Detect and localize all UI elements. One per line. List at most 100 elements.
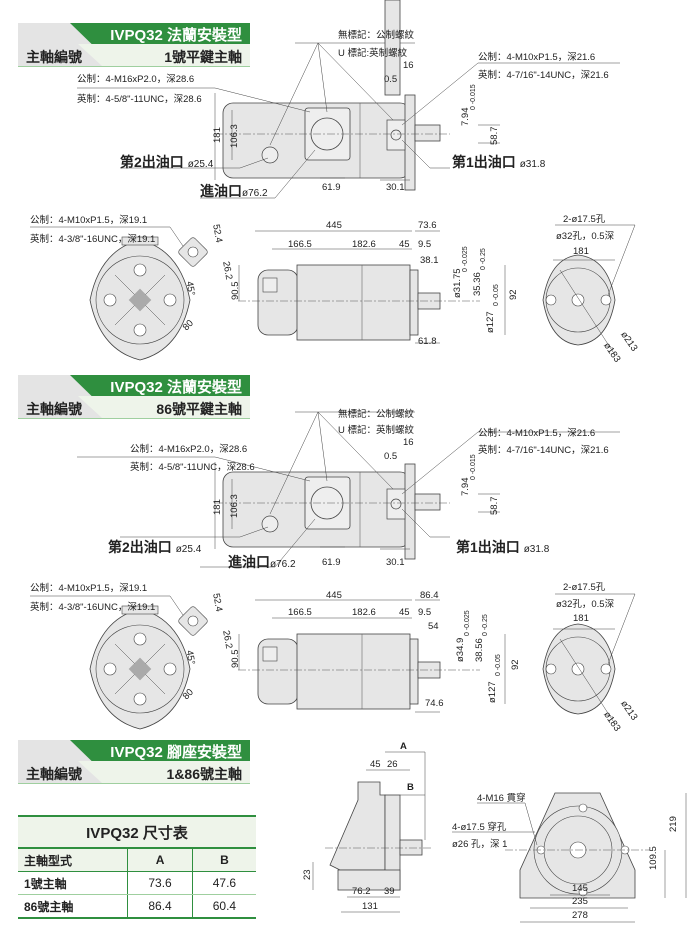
col-header-b: B bbox=[191, 848, 256, 872]
inlet-label: 進油口ø76.2 bbox=[200, 181, 268, 201]
dim-145: 145 bbox=[572, 883, 588, 894]
dim-flange: 74.6 bbox=[425, 698, 444, 709]
inlet-thread-metric: 公制：4-M16xP2.0，深28.6 bbox=[77, 74, 195, 85]
angle-45: 45° bbox=[183, 280, 197, 297]
note-u-mark: U 標記:英制螺紋 bbox=[338, 48, 408, 59]
key-height-tol: 0 -0.25 bbox=[482, 614, 489, 636]
pilot-diameter: ø127 bbox=[485, 311, 496, 333]
dim-181: 181 bbox=[212, 127, 223, 143]
dim-58-7: 58.7 bbox=[489, 496, 500, 516]
shaft-diameter: ø34.9 bbox=[455, 637, 466, 662]
key-height: 38.56 bbox=[474, 638, 485, 662]
dim-58-7: 58.7 bbox=[489, 126, 500, 146]
dim-61-9: 61.9 bbox=[322, 557, 341, 568]
foot-mount-front-view bbox=[452, 792, 687, 923]
section-header-flange-86: IVPQ32 法蘭安裝型 主軸編號 86號平鍵主軸 bbox=[18, 375, 250, 419]
pilot-diameter-tol: 0 -0.05 bbox=[493, 284, 500, 306]
dim-106-3: 106.3 bbox=[229, 124, 240, 148]
shaft-diameter-tol: 0 -0.025 bbox=[462, 246, 469, 272]
dim-0-5: 0.5 bbox=[384, 451, 398, 462]
outlet1-label: 第1出油口 ø31.8 bbox=[452, 152, 545, 172]
flange-thread-metric: 公制：4-M10xP1.5，深19.1 bbox=[30, 215, 148, 226]
cell-shaft-type: 86號主軸 bbox=[18, 894, 128, 919]
dim-182-6: 182.6 bbox=[352, 607, 376, 618]
dim-45: 45 bbox=[399, 607, 410, 618]
counterbore: ø26 孔，深 1 bbox=[452, 839, 508, 850]
dim-30-1: 30.1 bbox=[386, 182, 405, 193]
inlet-size: ø76.2 bbox=[270, 559, 296, 570]
inlet-name: 進油口 bbox=[200, 183, 242, 199]
dim-0-5: 0.5 bbox=[384, 74, 398, 85]
shaft-diameter: ø31.75 bbox=[452, 268, 463, 298]
shaft-number-label: 主軸編號 bbox=[26, 766, 82, 782]
section-title: IVPQ32 法蘭安裝型 bbox=[110, 379, 242, 396]
key-width-tol: 0 -0.015 bbox=[470, 84, 477, 110]
dim-182-6: 182.6 bbox=[352, 239, 376, 250]
cell-a: 73.6 bbox=[127, 871, 193, 895]
angle-45: 45° bbox=[183, 649, 197, 666]
pump-end-views-86 bbox=[29, 593, 636, 730]
cell-shaft-type: 1號主軸 bbox=[18, 871, 128, 895]
inlet-name: 進油口 bbox=[228, 554, 270, 570]
outlet2-name: 第2出油口 bbox=[108, 539, 172, 555]
counterbore: ø32孔，0.5深 bbox=[556, 231, 615, 242]
outlet1-label: 第1出油口 ø31.8 bbox=[456, 537, 549, 557]
dim-181: 181 bbox=[212, 499, 223, 515]
shaft-number-value: 1號平鍵主軸 bbox=[164, 49, 242, 65]
dim-166-5: 166.5 bbox=[288, 607, 312, 618]
col-header-a: A bbox=[127, 848, 193, 872]
outlet1-name: 第1出油口 bbox=[452, 154, 516, 170]
outlet1-name: 第1出油口 bbox=[456, 539, 520, 555]
dim-39: 39 bbox=[384, 886, 395, 897]
inlet-thread-imperial: 英制：4-5/8"-11UNC，深28.6 bbox=[130, 462, 255, 473]
table-title: IVPQ32 尺寸表 bbox=[18, 815, 256, 849]
section-header-flange-1: IVPQ32 法蘭安裝型 主軸編號 1號平鍵主軸 bbox=[18, 23, 250, 67]
table-row: 1號主軸 73.6 47.6 bbox=[18, 871, 256, 895]
dim-181-end: 181 bbox=[573, 613, 589, 624]
dim-23: 23 bbox=[302, 869, 313, 880]
dim-90-5: 90.5 bbox=[230, 281, 241, 301]
shaft-number-value: 86號平鍵主軸 bbox=[156, 401, 242, 417]
dim-90-5: 90.5 bbox=[230, 649, 241, 669]
cell-a: 86.4 bbox=[127, 894, 193, 919]
dimension-table: IVPQ32 尺寸表 主軸型式 A B 1號主軸 73.6 47.6 86號主軸… bbox=[18, 815, 256, 919]
dim-45: 45 bbox=[370, 759, 381, 770]
dim-b: B bbox=[407, 782, 414, 793]
table-row: 86號主軸 86.4 60.4 bbox=[18, 894, 256, 919]
section-title: IVPQ32 腳座安裝型 bbox=[110, 744, 242, 761]
key-width-tol: 0 -0.015 bbox=[470, 454, 477, 480]
outlet1-thread-metric: 公制：4-M10xP1.5，深21.6 bbox=[478, 52, 596, 63]
cell-b: 60.4 bbox=[191, 894, 256, 919]
dim-109-5: 109.5 bbox=[648, 846, 659, 870]
dim-9-5: 9.5 bbox=[418, 607, 432, 618]
section-header-foot: IVPQ32 腳座安裝型 主軸編號 1&86號主軸 bbox=[18, 740, 250, 784]
dim-92: 92 bbox=[510, 659, 521, 670]
dim-9-5: 9.5 bbox=[418, 239, 432, 250]
table-header-row: 主軸型式 A B bbox=[18, 848, 256, 872]
col-header-shaft-type: 主軸型式 bbox=[18, 848, 128, 872]
dim-a: A bbox=[400, 741, 407, 752]
dim-445: 445 bbox=[326, 220, 342, 231]
dim-16: 16 bbox=[403, 60, 414, 71]
shaft-number-value: 1&86號主軸 bbox=[166, 766, 242, 782]
dim-181-end: 181 bbox=[573, 246, 589, 257]
pump-end-views-1 bbox=[29, 224, 636, 361]
dim-shaft-length: 73.6 bbox=[418, 220, 437, 231]
outlet1-thread-imperial: 英制：4-7/16"-14UNC，深21.6 bbox=[478, 70, 609, 81]
note-metric-mark: 無標記：公制螺紋 bbox=[338, 30, 415, 41]
outlet2-name: 第2出油口 bbox=[120, 154, 184, 170]
mount-holes: 4-ø17.5 穿孔 bbox=[452, 822, 507, 833]
shaft-number-label: 主軸編號 bbox=[26, 49, 82, 65]
note-u-mark: U 標記：英制螺紋 bbox=[338, 425, 415, 436]
dim-106-3: 106.3 bbox=[229, 494, 240, 518]
flange-thread-imperial: 英制：4-3/8"-16UNC，深19.1 bbox=[30, 602, 156, 613]
dim-shaft-length: 86.4 bbox=[420, 590, 439, 601]
key-height-tol: 0 -0.25 bbox=[480, 248, 487, 270]
dim-flange: 61.8 bbox=[418, 336, 437, 347]
outlet2-size: ø25.4 bbox=[187, 159, 214, 170]
dim-131: 131 bbox=[362, 901, 378, 912]
cell-b: 47.6 bbox=[191, 871, 256, 895]
key-width: 7.94 bbox=[460, 107, 471, 127]
pilot-diameter: ø127 bbox=[487, 681, 498, 703]
pilot-diameter-tol: 0 -0.05 bbox=[495, 654, 502, 676]
